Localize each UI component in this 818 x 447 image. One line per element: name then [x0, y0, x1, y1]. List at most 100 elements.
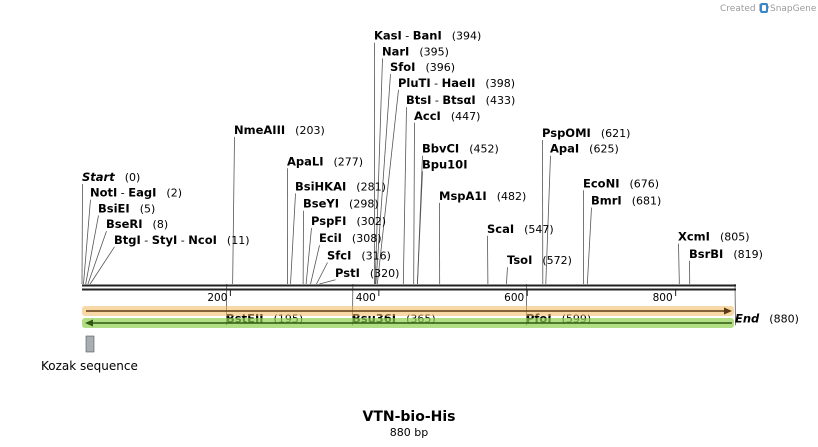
enzyme-label[interactable]: BseRI(8) [106, 217, 168, 231]
plasmid-name: VTN-bio-His [362, 409, 455, 425]
enzyme-name: PspOMI [542, 126, 591, 140]
enzyme-position: (572) [542, 254, 572, 267]
enzyme-label[interactable]: Bpu10I [422, 157, 467, 171]
enzyme-label[interactable]: TsoI(572) [507, 253, 572, 267]
enzyme-leader [232, 136, 235, 285]
enzyme-label[interactable]: ScaI(547) [487, 222, 554, 236]
enzyme-label[interactable]: PspFI(302) [311, 214, 386, 228]
enzyme-label[interactable]: SfoI(396) [390, 60, 455, 74]
enzyme-separator: - [141, 234, 152, 247]
enzyme-name: ApaLI [287, 154, 324, 168]
enzyme-label[interactable]: BsrBI(819) [689, 247, 763, 261]
enzyme-position: (5) [140, 202, 156, 215]
enzyme-name: SfcI [327, 249, 351, 263]
enzyme-position: (819) [733, 248, 763, 261]
enzyme-leader [586, 207, 592, 285]
enzyme-label[interactable]: NotI - EagI(2) [90, 186, 182, 200]
enzyme-leader [83, 199, 91, 285]
axis-tick-label: 600 [504, 292, 524, 304]
credit-prefix: Created by [720, 4, 770, 14]
enzyme-name: EagI [128, 186, 156, 200]
enzyme-position: (308) [352, 232, 382, 245]
enzyme-label[interactable]: ApaI(625) [550, 142, 619, 156]
enzyme-name: EcoNI [583, 176, 619, 190]
enzyme-position: (395) [419, 45, 449, 58]
enzyme-name: AccI [414, 109, 441, 123]
axis-tick-label: 200 [207, 292, 227, 304]
enzyme-label[interactable]: BbvCI (452) [422, 142, 499, 156]
enzyme-name: KasI [374, 29, 402, 43]
enzyme-name: End [735, 311, 760, 325]
enzyme-name: NarI [382, 44, 409, 58]
plasmid-length: 880 bp [390, 426, 428, 439]
axis-tick-label: 400 [356, 292, 376, 304]
enzyme-position: (302) [356, 215, 386, 228]
axis-tick-label: 800 [653, 292, 673, 304]
enzyme-label[interactable]: SfcI(316) [327, 249, 391, 263]
enzyme-label[interactable]: EciI (308) [319, 231, 382, 245]
axis-ticks: 200 400 600 800 [207, 290, 677, 304]
enzyme-leader [506, 267, 508, 285]
enzyme-name: BseYI [303, 197, 339, 211]
enzyme-label[interactable]: BsiEI (5) [98, 201, 155, 215]
enzyme-leader [374, 58, 383, 285]
enzyme-name: NmeAIII [234, 123, 285, 137]
enzyme-label[interactable]: NmeAIII (203) [234, 123, 325, 137]
enzyme-separator: - [117, 187, 128, 200]
enzyme-label[interactable]: MspA1I(482) [439, 189, 526, 203]
enzyme-leader [290, 193, 296, 285]
enzyme-name: EciI [319, 231, 342, 245]
enzyme-leader [85, 215, 99, 285]
enzyme-name: BseRI [106, 217, 143, 231]
enzyme-name: BbvCI [422, 142, 459, 156]
enzyme-separator: - [402, 30, 413, 43]
enzyme-leader-lines [81, 42, 736, 326]
enzyme-name: PstI [335, 266, 360, 280]
enzyme-name: BmrI [591, 194, 622, 208]
credit-brand: SnapGene [770, 4, 817, 14]
kozak-sequence-feature[interactable]: Kozak sequence [41, 335, 138, 373]
green-arrow-feature[interactable] [82, 318, 734, 328]
enzyme-label[interactable]: End(880) [735, 311, 799, 325]
enzyme-separator: - [431, 94, 442, 107]
enzyme-name: XcmI [678, 230, 710, 244]
enzyme-label[interactable]: AccI(447) [414, 109, 480, 123]
enzyme-position: (298) [349, 198, 379, 211]
enzyme-leader [305, 227, 312, 285]
enzyme-position: (277) [334, 155, 364, 168]
enzyme-label[interactable]: BtsI - BtsαI(433) [406, 93, 515, 107]
enzyme-label[interactable]: PstI (320) [335, 266, 399, 280]
enzyme-leader [81, 183, 83, 285]
enzyme-name: NcoI [188, 233, 217, 247]
enzyme-position: (281) [356, 180, 386, 193]
enzyme-leader [87, 230, 107, 285]
enzyme-leader [310, 245, 320, 285]
enzyme-label[interactable]: NarI (395) [382, 44, 449, 58]
enzyme-name: BtsI [406, 93, 431, 107]
enzyme-position: (2) [166, 187, 182, 200]
enzyme-leader [678, 243, 680, 285]
orange-arrow-feature[interactable] [82, 306, 734, 316]
enzyme-label[interactable]: XcmI (805) [678, 230, 750, 244]
enzyme-label[interactable]: BsiHKAI(281) [295, 179, 386, 193]
enzyme-label[interactable]: KasI - BanI(394) [374, 29, 481, 43]
enzyme-leader [376, 89, 399, 285]
enzyme-label[interactable]: EcoNI(676) [583, 176, 659, 190]
enzyme-position: (203) [295, 124, 325, 137]
enzyme-leader [316, 262, 328, 285]
enzyme-position: (320) [370, 267, 400, 280]
enzyme-position: (396) [425, 61, 455, 74]
enzyme-position: (452) [469, 143, 499, 156]
enzyme-position: (805) [720, 231, 750, 244]
enzyme-name: BsiEI [98, 201, 130, 215]
enzyme-label[interactable]: BseYI (298) [303, 197, 379, 211]
enzyme-separator: - [177, 234, 188, 247]
enzyme-position: (11) [227, 234, 250, 247]
enzyme-label[interactable]: Start(0) [82, 170, 140, 184]
enzyme-label[interactable]: BmrI(681) [591, 194, 661, 208]
enzyme-label[interactable]: PluTI - HaeII(398) [398, 76, 515, 90]
enzyme-label[interactable]: PspOMI(621) [542, 126, 630, 140]
enzyme-label[interactable]: BtgI - StyI - NcoI(11) [114, 233, 250, 247]
enzyme-label[interactable]: ApaLI (277) [287, 154, 363, 168]
